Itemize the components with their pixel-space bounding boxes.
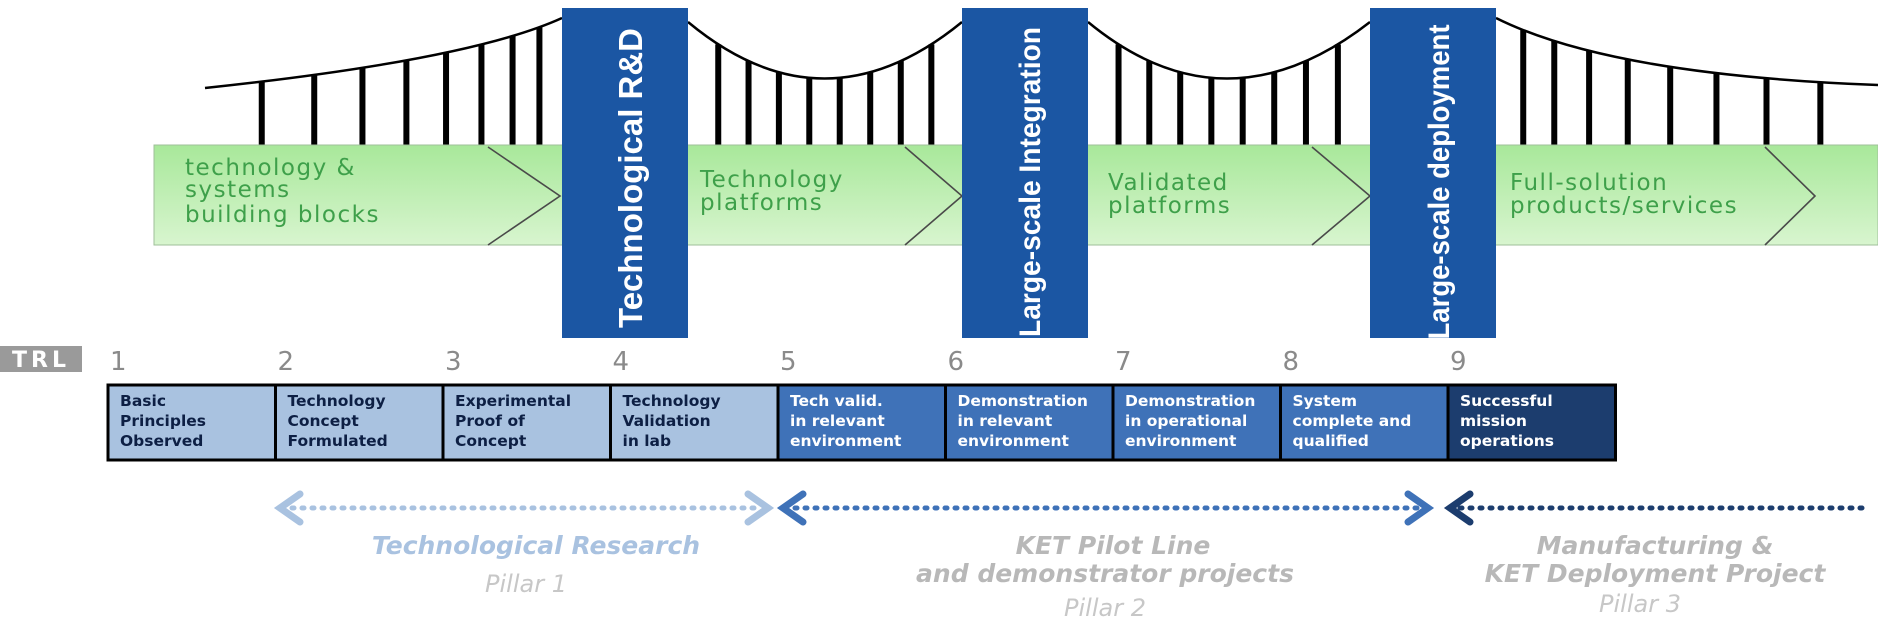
pillar-labels: Technological Research Pillar 1 KET Pilo… <box>372 531 1826 622</box>
tower-1 <box>962 8 1088 338</box>
cable-span-3 <box>1495 16 1878 87</box>
towers: Technological R&D Large-scale Integratio… <box>562 8 1496 340</box>
trl-6-box <box>944 383 1115 462</box>
pillar-3-title-line-0: Manufacturing & <box>1537 531 1774 560</box>
deck-0-line-1: systems <box>185 177 291 203</box>
deck-0-line-2: building blocks <box>185 202 380 228</box>
trl-5-box <box>776 383 947 462</box>
trl-7-number: 7 <box>1115 347 1132 377</box>
tower-0 <box>562 8 688 338</box>
trl-badge-bg <box>0 346 82 372</box>
pillar-2-arrow <box>776 490 1435 526</box>
pillar-1-title: Technological Research <box>372 531 700 560</box>
cable-span-1 <box>687 21 963 80</box>
trl-5-number: 5 <box>780 347 797 377</box>
tower-1-label: Large-scale Integration <box>1014 27 1047 337</box>
deck-chevrons <box>487 146 1817 246</box>
deck-chevron <box>487 146 562 246</box>
trl-badge: TRL <box>0 346 82 373</box>
pillar-arrows <box>273 490 1873 526</box>
pillar-3-label: Pillar 3 <box>1599 590 1681 618</box>
tower-2-label: Large-scale deployment <box>1423 24 1456 339</box>
deck-3-line-1: products/services <box>1510 193 1738 219</box>
trl-8-box <box>1279 383 1450 462</box>
trl-9-number: 9 <box>1450 347 1467 377</box>
pillar-1-arrow <box>273 490 775 526</box>
trl-4-number: 4 <box>613 347 630 377</box>
svg-text:technology & systems: technology & systems building blocks Tec… <box>185 155 1738 228</box>
trl-3-number: 3 <box>445 347 462 377</box>
pillar-2-title-line-0: KET Pilot Line <box>1016 531 1211 560</box>
pillar-2-label: Pillar 2 <box>1064 594 1146 622</box>
pillar-3-title-line-1: KET Deployment Project <box>1485 559 1827 588</box>
pillar-2-title-line-1: and demonstrator projects <box>916 559 1294 588</box>
deck-3-line-0: Full-solution <box>1510 170 1668 196</box>
deck-2-line-0: Validated <box>1108 170 1229 196</box>
trl-2-box <box>274 383 445 462</box>
trl-badge-text: TRL <box>12 348 70 373</box>
cable-span-2 <box>1087 21 1371 80</box>
suspension-cables <box>204 16 1878 90</box>
pillar-1-label: Pillar 1 <box>485 570 567 598</box>
deck-1-line-0: Technology <box>699 167 844 193</box>
trl-1-number: 1 <box>110 347 127 377</box>
trl-7-box <box>1111 383 1282 462</box>
pillar-3-arrow <box>1443 490 1873 526</box>
trl-9-box <box>1446 383 1617 462</box>
trl-2-number: 2 <box>278 347 295 377</box>
deck-chevron <box>1764 146 1817 246</box>
trl-3-box <box>441 383 612 462</box>
deck-0-line-0: technology & <box>185 155 356 181</box>
tower-0-label: Technological R&D <box>612 28 649 328</box>
hangers <box>258 27 1824 145</box>
trl-6-number: 6 <box>948 347 965 377</box>
trl-8-number: 8 <box>1283 347 1300 377</box>
deck-2-line-1: platforms <box>1108 193 1231 219</box>
cable-span-0 <box>204 16 563 90</box>
deck-1-line-1: platforms <box>700 190 823 216</box>
tower-2 <box>1370 8 1496 338</box>
